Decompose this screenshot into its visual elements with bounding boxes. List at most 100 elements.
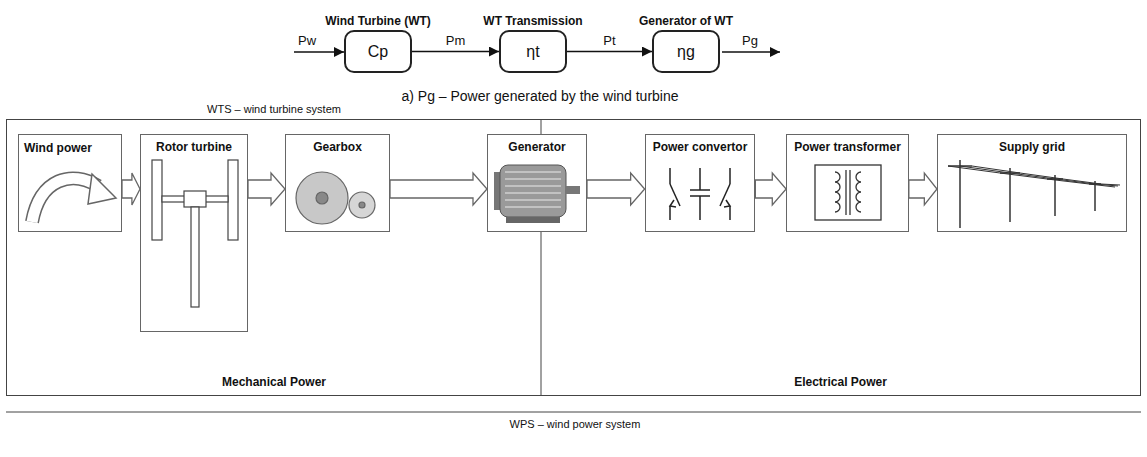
input-arrow [294, 52, 344, 53]
box-label: ηt [526, 42, 539, 61]
convertor-icon [670, 184, 680, 206]
gearbox-icon [359, 202, 365, 208]
system-frame: WTS – wind turbine systemMechanical Powe… [6, 119, 541, 396]
power-flow-arrow [248, 173, 285, 205]
generator-icon [500, 165, 566, 217]
transformer-icon [845, 170, 846, 215]
rotor-icon [152, 160, 162, 240]
block-heading: WTS – wind turbine system [207, 103, 341, 116]
gearbox-icon [296, 172, 348, 224]
box-label: ηg [677, 42, 695, 61]
transformer-icon [835, 172, 840, 212]
box-label: Mechanical Power [222, 375, 326, 389]
convertor-icon [729, 206, 731, 220]
signal-arrow [412, 51, 499, 53]
box-label: Generator [508, 140, 565, 154]
box-label: Power transformer [794, 140, 901, 154]
convertor-icon [690, 189, 710, 191]
transformer-icon [815, 165, 881, 220]
box-label: Wind power [24, 141, 92, 155]
system-bracket-label: WPS – wind power system [508, 418, 643, 431]
convertor-icon [699, 168, 701, 190]
grid-icon [972, 166, 1120, 185]
grid-icon [959, 160, 961, 228]
grid-icon [948, 160, 1120, 228]
flow-symbol: Pg [740, 33, 760, 49]
power-flow-arrow [122, 173, 140, 205]
component-box: Wind power [18, 134, 122, 232]
system-frame: Electrical Power Power convertor Power tra… [541, 119, 1141, 396]
gearbox-icon [316, 192, 328, 204]
generator-icon [505, 192, 561, 194]
component-box: Power transformer [786, 134, 909, 232]
power-flow-arrow [755, 173, 786, 205]
convertor-icon [720, 184, 730, 206]
system-bracket [6, 412, 1141, 413]
process-block: WT Transmissionηt [499, 30, 567, 73]
wind-arrow-icon [32, 174, 116, 222]
convertor-icon [670, 200, 676, 207]
flow-symbol: Pw [296, 33, 318, 49]
component-box: Gearbox [285, 134, 390, 232]
box-label: Power convertor [653, 140, 748, 154]
convertor-icon [669, 168, 671, 184]
grid-icon [1009, 168, 1011, 222]
rotor-icon [191, 207, 199, 307]
generator-icon [494, 165, 580, 223]
box-label: Electrical Power [794, 375, 887, 389]
box-label: Supply grid [999, 140, 1065, 154]
process-block: Wind Turbine (WT)Cp [344, 30, 412, 73]
generator-icon [505, 171, 561, 173]
generator-icon [505, 185, 561, 187]
block-heading: Wind Turbine (WT) [325, 14, 431, 28]
figure-caption: a) Pg – Power generated by the wind turb… [399, 88, 680, 105]
transformer-icon [849, 170, 850, 215]
gearbox-icon [349, 192, 375, 218]
component-box: Power convertor [645, 134, 756, 232]
rotor-icon [184, 191, 206, 207]
box-label: Gearbox [313, 140, 362, 154]
component-box: Rotor turbine [140, 134, 248, 332]
signal-arrow [567, 51, 652, 53]
generator-icon [505, 172, 561, 207]
gearbox-icon [296, 172, 375, 224]
transformer-icon [856, 172, 861, 212]
generator-icon [505, 206, 561, 208]
generator-icon [566, 186, 580, 194]
power-flow-arrow [587, 173, 645, 205]
wind-arrow-icon [88, 174, 116, 204]
block-heading: Generator of WT [639, 14, 733, 28]
convertor-icon [724, 200, 730, 207]
transformer-icon [815, 165, 881, 220]
component-box: Supply grid [937, 134, 1127, 232]
rotor-icon [228, 160, 238, 240]
output-arrow [722, 51, 780, 53]
generator-icon [506, 217, 560, 223]
process-block: Generator of WTηg [652, 30, 720, 73]
flow-symbol: Pm [444, 33, 468, 49]
convertor-icon [669, 206, 671, 220]
power-flow-arrow [390, 173, 487, 205]
box-label: Cp [368, 42, 388, 61]
box-label: Rotor turbine [156, 140, 232, 154]
convertor-icon [729, 168, 731, 184]
flow-symbol: Pt [601, 33, 617, 49]
grid-icon [1094, 181, 1096, 211]
grid-icon [948, 166, 1120, 187]
convertor-icon [699, 196, 701, 220]
input-arrow [294, 51, 344, 53]
component-box: Generator [487, 134, 587, 232]
block-heading: WT Transmission [483, 14, 582, 28]
convertor-icon [670, 168, 730, 220]
output-arrow [722, 52, 780, 53]
generator-icon [505, 199, 561, 201]
system-bracket [6, 412, 1141, 413]
rotor-icon [152, 160, 238, 307]
grid-icon [1054, 175, 1056, 216]
power-flow-arrow [909, 173, 937, 205]
generator-icon [505, 178, 561, 180]
